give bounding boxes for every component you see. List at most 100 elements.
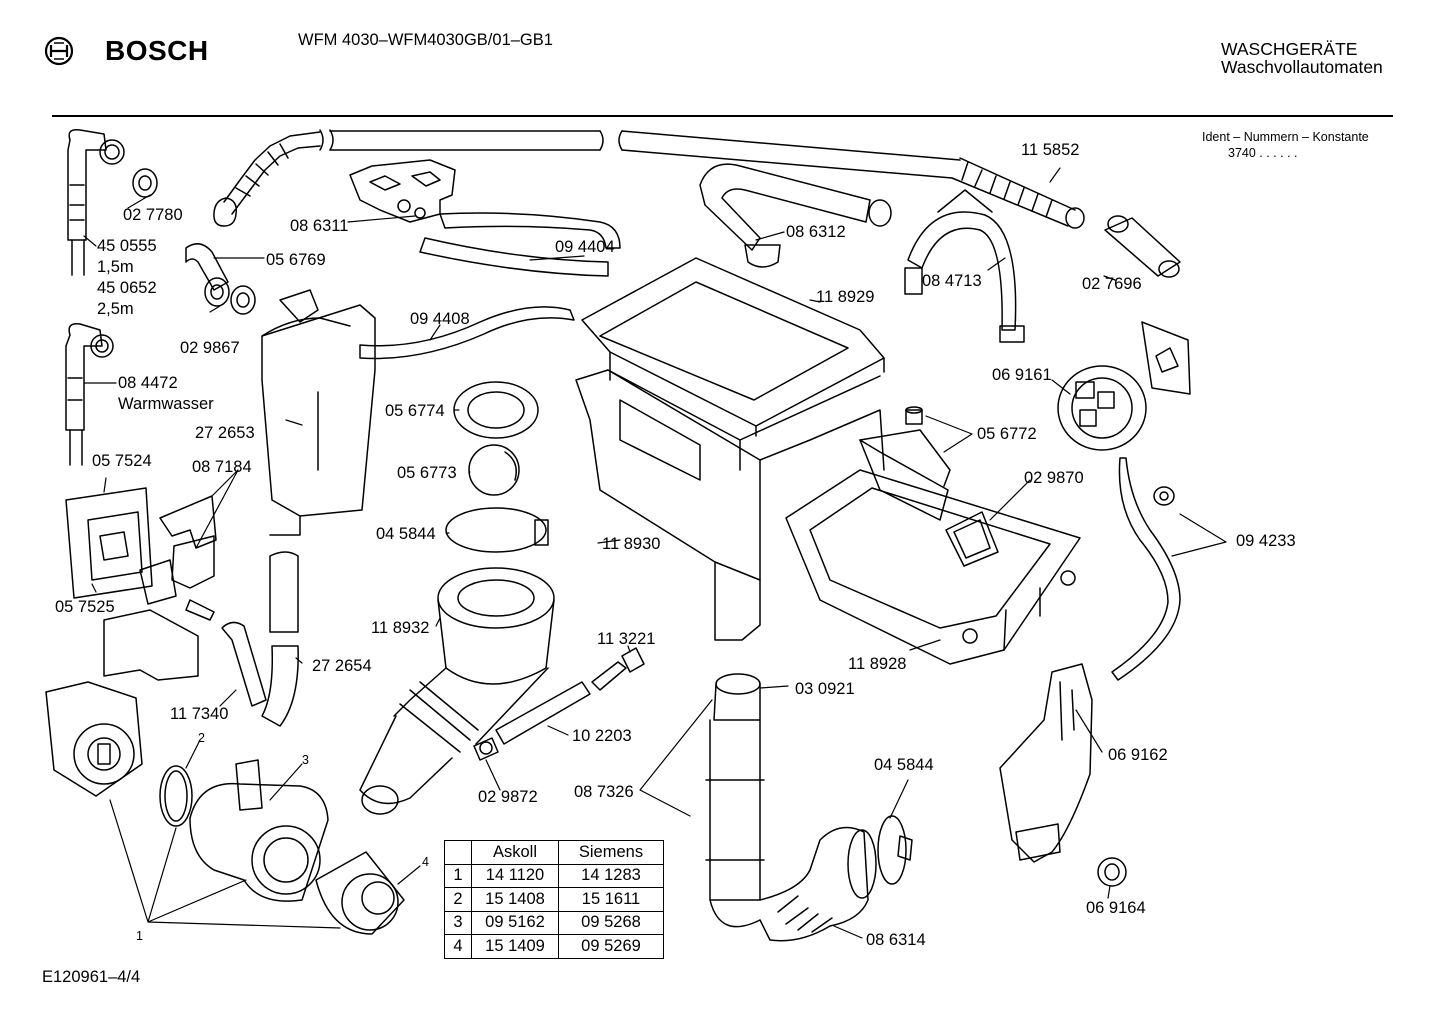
hose-117340 (222, 622, 266, 706)
o-ring-2 (160, 766, 192, 826)
hose-087326 (706, 674, 764, 927)
label-056774: 05 6774 (385, 402, 445, 420)
pump-housing-3 (190, 760, 328, 901)
label-118929: 11 8929 (816, 288, 874, 306)
nut-056772 (860, 407, 950, 486)
drain-hose-long (214, 130, 1084, 228)
askoll-part: 09 5162 (471, 910, 559, 935)
label-084713: 08 4713 (922, 272, 982, 290)
label-056772: 05 6772 (977, 425, 1037, 443)
label-029870: 02 9870 (1024, 469, 1084, 487)
callout-4: 4 (422, 855, 429, 869)
hose-094404 (420, 213, 620, 276)
ident-label: Ident – Nummern – Konstante (1202, 130, 1369, 144)
table-header-askoll: Askoll (471, 840, 559, 865)
label-272653: 27 2653 (195, 424, 255, 442)
category-line2: Waschvollautomaten (1221, 57, 1383, 77)
label-069164: 06 9164 (1086, 899, 1146, 917)
bosch-armature-icon (44, 36, 74, 66)
clamp-045844-lower (878, 816, 912, 884)
table-header-siemens: Siemens (558, 840, 664, 865)
label-117340: 11 7340 (170, 705, 228, 723)
detergent-drawer-118928 (786, 440, 1080, 664)
askoll-part: 15 1408 (471, 887, 559, 912)
label-045844b: 04 5844 (874, 756, 934, 774)
label-030921: 03 0921 (795, 680, 855, 698)
document-number: E120961–4/4 (42, 968, 141, 986)
label-118932: 11 8932 (371, 619, 429, 637)
table-row: 4 15 1409 09 5269 (444, 934, 664, 959)
label-086312: 08 6312 (786, 223, 846, 241)
label-115852: 11 5852 (1021, 141, 1079, 159)
fitting-113221 (592, 648, 644, 690)
label-057525: 05 7525 (55, 598, 115, 616)
ball-056773 (469, 445, 519, 495)
tub-lid-118929 (582, 258, 884, 436)
seal-029870 (946, 512, 998, 566)
label-056769: 05 6769 (266, 251, 326, 269)
pressure-switch-069161 (1058, 322, 1190, 450)
label-102203: 10 2203 (572, 727, 632, 745)
label-029867: 02 9867 (180, 339, 240, 357)
label-450555: 45 0555 (97, 237, 157, 255)
label-warmwasser: Warmwasser (118, 395, 214, 413)
table-header-row: Askoll Siemens (444, 840, 664, 865)
pump-cover (104, 610, 198, 680)
siemens-part: 15 1611 (558, 887, 664, 912)
fitting-029872 (474, 738, 498, 760)
table-row: 2 15 1408 15 1611 (444, 887, 664, 912)
label-087326: 08 7326 (574, 783, 634, 801)
label-118928: 11 8928 (848, 655, 906, 673)
label-086314: 08 6314 (866, 931, 926, 949)
sump-hose-118932 (360, 568, 554, 814)
label-087184: 08 7184 (192, 458, 252, 476)
hose-056769 (186, 244, 228, 290)
seals-029867 (205, 278, 255, 314)
row-index: 1 (444, 863, 472, 888)
label-450652: 45 0652 (97, 279, 157, 297)
inlet-hose-warm (66, 324, 113, 465)
askoll-part: 15 1409 (471, 934, 559, 959)
siemens-part: 09 5269 (558, 934, 664, 959)
label-len15: 1,5m (97, 258, 134, 276)
pump-parts-table: Askoll Siemens 1 14 1120 14 1283 2 15 14… (444, 840, 664, 959)
label-069162: 06 9162 (1108, 746, 1168, 764)
callout-1: 1 (136, 929, 143, 943)
bosch-logo (42, 34, 76, 73)
label-094404: 09 4404 (555, 238, 615, 256)
row-index: 4 (444, 934, 472, 959)
seal-ring-027780 (133, 169, 157, 197)
label-113221: 11 3221 (597, 630, 655, 648)
label-086311: 08 6311 (290, 217, 348, 235)
seal-056774 (454, 382, 538, 438)
hose-272654 (262, 552, 298, 726)
hose-086312 (700, 164, 891, 267)
valve-087184 (140, 496, 216, 620)
siemens-part: 14 1283 (558, 863, 664, 888)
row-index: 2 (444, 887, 472, 912)
valve-086311 (350, 160, 455, 222)
label-len25: 2,5m (97, 300, 134, 318)
filter-4 (316, 852, 404, 934)
table-row: 3 09 5162 09 5268 (444, 910, 664, 935)
askoll-part: 14 1120 (471, 863, 559, 888)
callout-3: 3 (302, 753, 309, 767)
label-056773: 05 6773 (397, 464, 457, 482)
label-118930: 11 8930 (602, 535, 660, 553)
label-027780: 02 7780 (123, 206, 183, 224)
hose-086314 (760, 828, 876, 941)
leader-lines (84, 168, 1226, 938)
part-labels: 02 7780 45 0555 1,5m 45 0652 2,5m 05 676… (55, 141, 1296, 949)
dispenser-tray-118930 (576, 370, 884, 640)
table-row: 1 14 1120 14 1283 (444, 863, 664, 888)
hose-102203 (496, 682, 590, 744)
hose-bracket-084713 (905, 190, 1024, 342)
siemens-part: 09 5268 (558, 910, 664, 935)
inlet-hose-cold (68, 130, 124, 275)
label-094233: 09 4233 (1236, 532, 1296, 550)
model-title: WFM 4030–WFM4030GB/01–GB1 (298, 31, 553, 49)
cap-069164 (1098, 858, 1126, 886)
row-index: 3 (444, 910, 472, 935)
label-045844a: 04 5844 (376, 525, 436, 543)
header-rule (52, 115, 1393, 117)
